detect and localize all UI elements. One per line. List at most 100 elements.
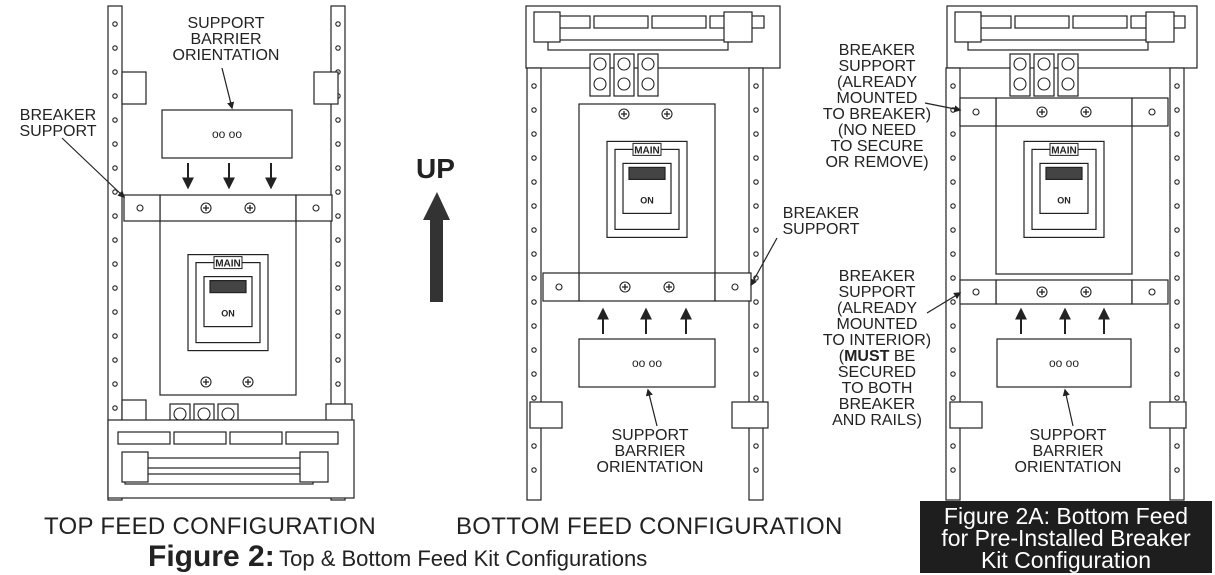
label-line: OR REMOVE) [825, 154, 929, 171]
rail-hole [112, 45, 118, 51]
label-line: SECURED [837, 364, 917, 381]
bus-bar [229, 431, 283, 445]
label-line: BREAKER [838, 268, 916, 285]
rail-hole [335, 117, 341, 123]
lug-screw [1037, 77, 1051, 91]
rail-hole [112, 357, 118, 363]
label-line: TO BOTH [841, 380, 913, 397]
rail-hole [950, 131, 956, 137]
caption-bottom-feed: BOTTOM FEED CONFIGURATION [456, 513, 843, 540]
support-screw [1148, 108, 1156, 116]
label-line: BARRIER [1032, 443, 1104, 460]
left-rail [107, 5, 123, 501]
rail-bracket [529, 401, 563, 429]
rail-hole [1174, 347, 1180, 353]
support-barrier [996, 338, 1132, 388]
label-line: BREAKER [19, 107, 97, 124]
label-support-barrier-orientation-bottom: SUPPORT BARRIER ORIENTATION [588, 428, 712, 476]
up-arrow [423, 192, 450, 302]
rail-hole [950, 467, 956, 473]
rail-hole [753, 203, 759, 209]
rail-hole [1174, 107, 1180, 113]
left-rail [526, 67, 542, 501]
label-breaker-support-mounted-interior: BREAKER SUPPORT (ALREADY MOUNTED TO INTE… [812, 269, 942, 429]
rail-hole [753, 227, 759, 233]
breaker-handle [628, 166, 666, 180]
figure-2a-line: Figure 2A: Bottom Feed [943, 503, 1189, 529]
rail-hole [335, 165, 341, 171]
rail-hole [531, 299, 537, 305]
rail-hole [335, 141, 341, 147]
rail-hole [335, 381, 341, 387]
label-line: ORIENTATION [596, 459, 704, 476]
rail-hole [335, 309, 341, 315]
terminal-block [954, 11, 982, 43]
rail-hole [1174, 251, 1180, 257]
rail-bracket [313, 71, 339, 105]
label-line: TO BREAKER) [822, 106, 932, 123]
label-line: ORIENTATION [172, 47, 280, 64]
label-line: TO SECURE [830, 138, 924, 155]
label-line: SUPPORT [838, 58, 916, 75]
rail-hole [950, 83, 956, 89]
rail-hole [112, 21, 118, 27]
on-label: ON [1057, 195, 1071, 205]
rail-hole [950, 347, 956, 353]
figure-number: Figure 2: [148, 540, 275, 573]
on-label: ON [221, 309, 235, 319]
lug-screw [641, 77, 655, 91]
rail-hole [1174, 83, 1180, 89]
bus-bar [124, 457, 314, 469]
label-line: SUPPORT [1029, 427, 1107, 444]
rail-hole [335, 237, 341, 243]
rail-hole [1174, 227, 1180, 233]
support-screw [972, 288, 980, 296]
rail-hole [753, 299, 759, 305]
bus-bar [117, 431, 171, 445]
must-prefix: ( [838, 348, 845, 365]
rail-hole [1174, 131, 1180, 137]
support-barrier [161, 109, 293, 159]
rail-hole [950, 371, 956, 377]
rail-hole [335, 189, 341, 195]
lug-screw [1013, 57, 1027, 71]
rail-hole [753, 179, 759, 185]
rail-hole [112, 237, 118, 243]
rail-hole [753, 251, 759, 257]
lug-screw [617, 77, 631, 91]
barrier-holes: oo oo [212, 127, 242, 141]
support-screw [136, 204, 144, 212]
lug-screw [593, 57, 607, 71]
rail-hole [112, 213, 118, 219]
rail-hole [1174, 323, 1180, 329]
label-line: SUPPORT [611, 427, 689, 444]
label-line: BREAKER [838, 42, 916, 59]
on-label: ON [640, 195, 654, 205]
label-line: BREAKER [838, 396, 916, 413]
rail-hole [531, 155, 537, 161]
rail-hole [112, 381, 118, 387]
label-line: TO INTERIOR) [822, 332, 932, 349]
rail-hole [753, 131, 759, 137]
breaker-handle [1045, 166, 1083, 180]
label-line: SUPPORT [19, 123, 97, 140]
support-screw [1148, 288, 1156, 296]
right-rail [1169, 67, 1185, 501]
must-suffix: BE [889, 348, 916, 365]
rail-hole [753, 323, 759, 329]
breaker-support [159, 194, 297, 222]
rail-hole [1174, 443, 1180, 449]
lug-screw [617, 57, 631, 71]
main-label-box [632, 142, 662, 156]
rail-hole [531, 131, 537, 137]
breaker-support [995, 279, 1133, 305]
rail-hole [531, 275, 537, 281]
rail-hole [112, 189, 118, 195]
bus-bar [173, 431, 227, 445]
rail-hole [1174, 155, 1180, 161]
lug-screw [221, 407, 235, 421]
rail-hole [950, 155, 956, 161]
